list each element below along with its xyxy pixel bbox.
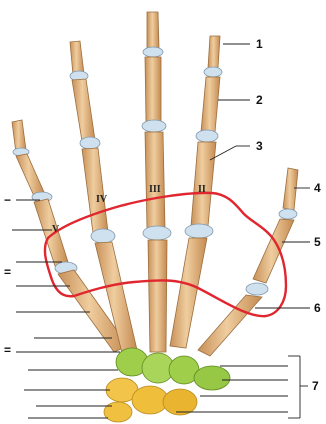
label-3: 3 xyxy=(256,139,263,153)
label-6: 6 xyxy=(314,301,321,315)
label-1: 1 xyxy=(256,37,263,51)
label-2: 2 xyxy=(256,93,263,107)
left-mark-double-lower: = xyxy=(4,343,11,357)
label-5: 5 xyxy=(314,235,321,249)
label-4: 4 xyxy=(314,181,321,195)
left-mark-double-upper: = xyxy=(4,265,11,279)
middle-finger-bones xyxy=(142,12,171,352)
label-7: 7 xyxy=(312,379,319,393)
numeral-index: II xyxy=(198,184,206,195)
numeral-little: V xyxy=(52,224,60,235)
numeral-ring: IV xyxy=(96,194,108,205)
carpal-bones xyxy=(104,348,230,422)
left-mark-single: − xyxy=(4,193,11,207)
numeral-middle: III xyxy=(149,184,161,195)
